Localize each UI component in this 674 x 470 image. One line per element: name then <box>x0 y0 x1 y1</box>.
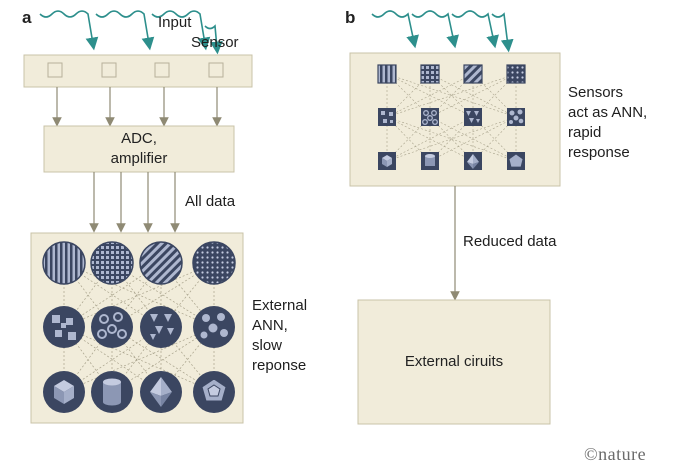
blobs-pattern-icon <box>507 108 525 126</box>
cube-icon <box>43 371 85 413</box>
small-dots-icon <box>192 241 236 285</box>
external-circuits-box <box>357 299 551 425</box>
cube-icon <box>378 152 396 170</box>
cylinder-icon <box>91 371 133 413</box>
diagonal-stripes-icon <box>463 64 483 84</box>
sensor-squares <box>47 62 224 78</box>
nature-watermark: ©nature <box>584 444 647 464</box>
all-data-label: All data <box>185 193 236 210</box>
adc-line-2: amplifier <box>110 150 168 167</box>
ann-label-line-3: slow <box>252 337 283 354</box>
adc-box <box>43 125 235 173</box>
rings-pattern-icon <box>421 108 439 126</box>
vertical-stripes-icon <box>377 64 397 84</box>
octahedron-icon <box>464 152 482 170</box>
input-waves-a <box>39 10 223 55</box>
dots-grid-icon <box>90 241 134 285</box>
ann-row1-a <box>42 241 236 285</box>
ann-label-line-1: External <box>252 297 308 314</box>
sensors-label-line-1: Sensors <box>568 84 624 101</box>
octahedron-icon <box>140 371 182 413</box>
sensor-row2-b <box>378 108 525 126</box>
adc-to-ann-arrows <box>89 172 180 233</box>
polyhedron-icon <box>507 152 525 170</box>
sensor-row1-b <box>377 64 526 84</box>
squares-pattern-icon <box>378 108 396 126</box>
input-label: Input <box>158 14 192 31</box>
panel-a-letter: a <box>22 8 32 27</box>
diagonal-stripes-icon <box>139 241 183 285</box>
ann-label-line-2: ANN, <box>252 317 288 334</box>
sensors-label-line-4: response <box>568 144 630 161</box>
adc-line-1: ADC, <box>121 130 157 147</box>
sensor-label: Sensor <box>191 34 239 51</box>
vertical-stripes-icon <box>42 241 86 285</box>
sensor-to-adc-arrows <box>52 87 222 127</box>
blobs-pattern-icon <box>193 306 235 348</box>
input-waves-b <box>371 10 514 53</box>
reduced-data-label: Reduced data <box>463 233 557 250</box>
triangles-pattern-icon <box>464 108 482 126</box>
rings-pattern-icon <box>91 306 133 348</box>
squares-pattern-icon <box>43 306 85 348</box>
adc-text: ADC, amplifier <box>44 129 234 169</box>
cylinder-icon <box>421 152 439 170</box>
ann-row3-a <box>43 371 235 413</box>
sensors-ann-label: Sensors act as ANN, rapid response <box>568 83 647 163</box>
panel-b-letter: b <box>345 8 356 27</box>
external-ann-label: External ANN, slow reponse <box>252 296 307 376</box>
small-dots-icon <box>506 64 526 84</box>
triangles-pattern-icon <box>140 306 182 348</box>
sensors-label-line-2: act as ANN, <box>568 104 648 121</box>
external-circuits-text: External ciruits <box>404 353 504 370</box>
dots-grid-icon <box>420 64 440 84</box>
ann-row2-a <box>43 306 235 348</box>
sensor-row3-b <box>378 152 525 170</box>
sensors-label-line-3: rapid <box>568 124 602 141</box>
ann-label-line-4: reponse <box>252 357 307 374</box>
polyhedron-icon <box>193 371 235 413</box>
